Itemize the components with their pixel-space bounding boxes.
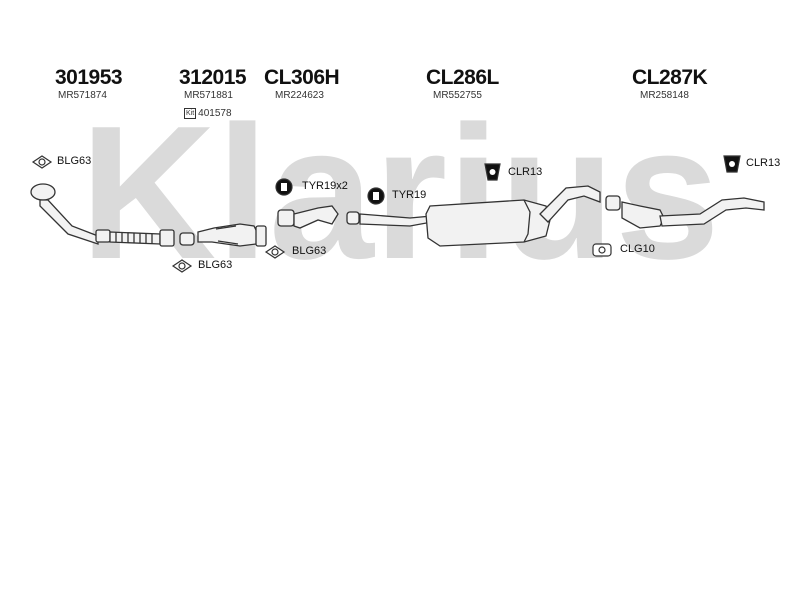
fitting-label-blg63: BLG63 [292,245,327,257]
clamp-hanger-icon [484,163,501,181]
gasket-icon [264,245,286,259]
fitting-label-clg10: CLG10 [620,243,655,255]
fitting-icons [31,155,741,273]
oem-number: MR258148 [640,90,689,101]
part-code-312015: 312015 [179,66,247,89]
intermediate-pipe-CL306H [277,205,339,229]
part-code-CL287K: CL287K [632,66,708,89]
kit-number-value: 401578 [198,108,232,119]
oem-number: MR552755 [433,90,482,101]
kit-badge: Kit [184,108,197,119]
pipe-coupling [605,195,621,211]
flange-gasket [179,232,195,246]
catalytic-converter-312015 [197,223,267,247]
rubber-hanger-icon [367,187,385,205]
fitting-label-clr13: CLR13 [508,166,543,178]
fitting-label-tyr19x2: TYR19x2 [302,180,348,192]
fitting-label-blg63: BLG63 [57,155,92,167]
fitting-label-blg63: BLG63 [198,259,233,271]
rubber-hanger-icon [275,178,293,196]
front-pipe-301953 [30,183,175,247]
oem-number: MR224623 [275,90,324,101]
gasket-icon [171,259,193,273]
exhaust-parts [30,183,765,247]
centre-silencer-CL286L [359,185,601,247]
pipe-connector [346,211,360,225]
part-code-CL286L: CL286L [426,66,499,89]
part-code-301953: 301953 [55,66,123,89]
part-code-CL306H: CL306H [264,66,340,89]
fitting-label-clr13: CLR13 [746,157,781,169]
clamp-hanger-icon [723,155,741,173]
rear-silencer-CL287K [621,197,765,229]
oem-number: MR571874 [58,90,107,101]
oem-number: MR571881 [184,90,233,101]
fitting-label-tyr19: TYR19 [392,189,427,201]
gasket-icon [31,155,53,169]
gasket-icon [592,243,612,257]
